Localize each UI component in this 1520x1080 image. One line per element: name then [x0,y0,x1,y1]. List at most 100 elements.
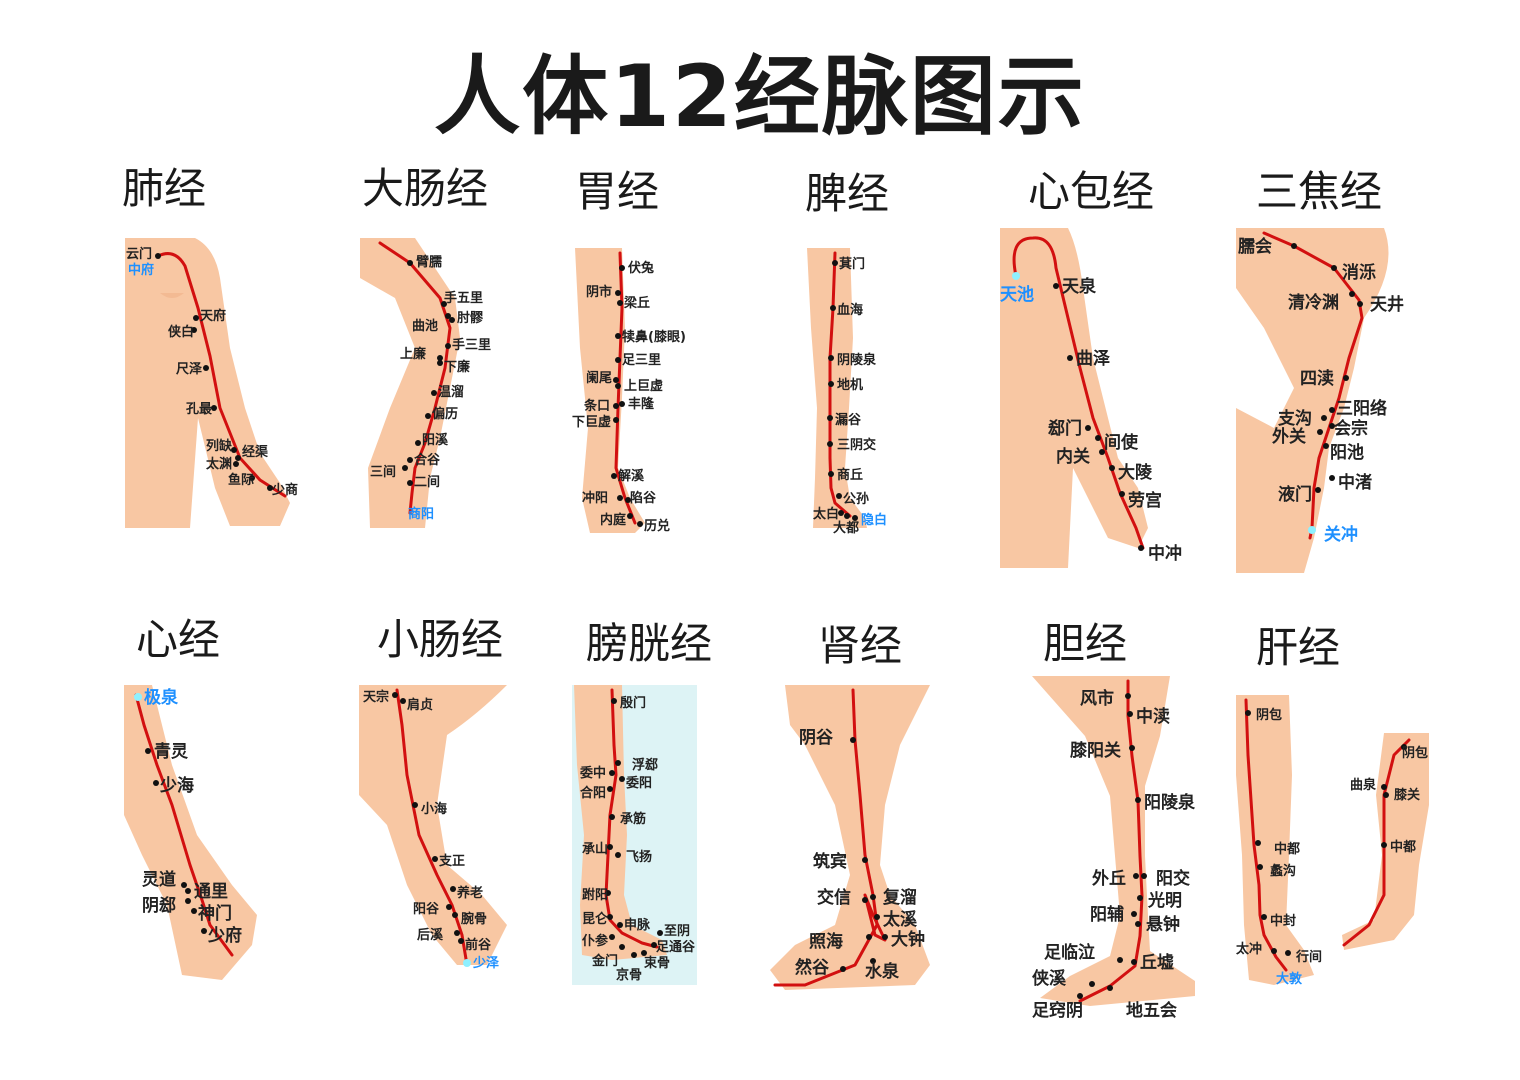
point-label: 陷谷 [630,490,657,506]
point-label: 阴包 [1402,745,1428,761]
point-label: 少泽 [472,955,500,971]
point-label: 腕骨 [461,911,487,927]
point-label: 上巨虚 [624,378,663,394]
lung-points: 云门 中府 天府 侠白 尺泽 孔最 列缺 经渠 太渊 鱼际 少商 [126,246,298,498]
point-label: 合谷 [414,452,441,468]
panel-large-intestine: 臂臑 手五里 曲池 肘髎 手三里 上廉 下廉 温溜 偏历 阳溪 合谷 三间 二间… [360,238,510,538]
point-label: 中渎 [1136,706,1170,727]
point-label: 支正 [438,853,465,869]
point-label: 灵道 [142,869,176,890]
point-label: 曲泽 [1076,349,1110,369]
point-label: 三阴交 [837,437,876,453]
kidney-points: 阴谷 筑宾 复溜 交信 太溪 照海 大钟 然谷 水泉 [795,728,925,982]
point-label: 历兑 [644,518,670,534]
triple-burner-points: 臑会 消泺 清冷渊 天井 四渎 三阳络 支沟 会宗 外关 阳池 中渚 液门 关冲 [1238,236,1404,545]
meridian-title-lung: 肺经 [122,164,207,213]
point-label: 委中 [579,765,606,781]
point-label: 商丘 [837,467,863,483]
point-label: 悬钟 [1146,914,1180,935]
point-label: 阴陵泉 [837,352,877,368]
point-label: 前谷 [465,937,492,953]
point-label: 少府 [207,925,242,946]
point-label: 清冷渊 [1288,292,1339,313]
heart-points: 极泉 青灵 少海 灵道 通里 阴郄 神门 少府 [134,687,242,946]
panel-kidney: 阴谷 筑宾 复溜 交信 太溪 照海 大钟 然谷 水泉 [765,685,935,1000]
point-label: 昆仑 [582,911,609,927]
bladder-points: 殷门 浮郄 委中 委阳 合阳 承筋 承山 飞扬 跗阳 昆仑 申脉 仆参 至阴 足… [579,695,696,983]
point-label: 阳陵泉 [1144,792,1196,813]
point-label: 束骨 [644,955,670,971]
point-label: 漏谷 [835,412,862,428]
point-label: 足三里 [622,353,661,368]
point-label: 少海 [159,775,194,796]
point-label: 下廉 [444,359,470,375]
point-label: 中渚 [1338,472,1372,493]
point-label: 隐白 [861,512,887,528]
point-label: 阴市 [586,284,612,300]
panel-triple-burner: 臑会 消泺 清冷渊 天井 四渎 三阳络 支沟 会宗 外关 阳池 中渚 液门 关冲 [1234,228,1434,578]
point-label: 云门 [126,246,152,262]
point-label: 大敦 [1276,971,1303,987]
small-intestine-points: 天宗 肩贞 小海 支正 养老 阳谷 腕骨 后溪 前谷 少泽 [363,689,500,971]
panel-liver: 阴包 中都 蠡沟 中封 太冲 行间 大敦 阴包 曲泉 膝关 中都 [1234,695,1434,995]
point-label: 中都 [1390,839,1416,855]
point-label: 小海 [421,801,447,817]
point-label: 大钟 [891,929,925,950]
point-label: 天府 [200,308,226,324]
point-label: 天池 [1000,284,1034,305]
point-label: 手三里 [452,337,491,353]
point-label: 经渠 [242,444,269,460]
point-label: 天宗 [363,689,389,705]
point-label: 侠白 [168,324,194,340]
point-label: 少商 [271,482,298,498]
point-label: 金门 [591,953,618,969]
point-label: 阳辅 [1090,904,1124,925]
point-label: 阑尾 [586,370,612,386]
page-title: 人体12经脉图示 [434,47,1086,147]
point-label: 阳谷 [413,901,440,917]
point-label: 鱼际 [228,472,254,488]
point-label: 阳池 [1330,442,1364,463]
meridian-title-small-intestine: 小肠经 [377,615,504,664]
point-label: 阴谷 [799,728,834,748]
point-label: 膝阳关 [1070,740,1121,761]
point-label: 内关 [1056,446,1090,467]
point-label: 郄门 [1048,418,1082,439]
point-label: 四渎 [1300,368,1334,389]
point-label: 至阴 [664,924,690,939]
point-label: 肩贞 [407,697,433,713]
meridian-title-gallbladder: 胆经 [1043,619,1128,668]
point-label: 犊鼻(膝眼) [622,329,686,345]
point-label: 筑宾 [813,851,847,872]
point-label: 水泉 [865,961,900,982]
point-label: 地五会 [1126,1000,1177,1021]
point-label: 上廉 [400,346,426,362]
point-label: 神门 [198,903,232,924]
point-label: 照海 [809,931,843,952]
point-label: 极泉 [144,687,179,708]
point-label: 丰隆 [628,396,655,412]
point-label: 复溜 [882,887,917,908]
point-label: 偏历 [432,406,458,422]
point-label: 解溪 [617,468,645,484]
point-label: 足通谷 [656,939,696,955]
point-label: 关冲 [1324,524,1358,545]
panel-heart: 极泉 青灵 少海 灵道 通里 阴郄 神门 少府 [122,685,282,985]
meridian-title-triple-burner: 三焦经 [1256,167,1383,216]
panel-spleen: 萁门 血海 阴陵泉 地机 漏谷 三阴交 商丘 公孙 太白 大都 隐白 [805,248,915,548]
point-label: 太白 [812,506,839,522]
point-label: 梁丘 [623,295,650,311]
point-label: 手五里 [444,290,483,306]
point-label: 天泉 [1062,276,1097,297]
meridian-title-kidney: 肾经 [818,621,903,670]
point-label: 委阳 [625,775,652,791]
point-label: 血海 [837,302,863,318]
point-label: 肘髎 [457,310,484,326]
point-label: 曲池 [412,318,438,334]
point-label: 伏兔 [628,260,654,276]
point-label: 孔最 [186,402,213,417]
meridian-title-large-intestine: 大肠经 [362,164,489,213]
point-label: 飞扬 [626,849,652,865]
point-label: 支沟 [1278,408,1312,429]
meridian-title-pericardium: 心包经 [1028,167,1155,216]
